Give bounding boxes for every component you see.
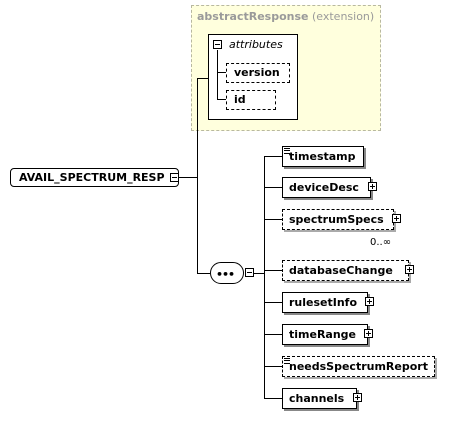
element-channels[interactable]: channels xyxy=(282,388,357,409)
attribute-id[interactable]: id xyxy=(226,90,276,110)
sequence-connector xyxy=(254,273,264,274)
branch-line xyxy=(264,219,282,220)
expand-spectrumSpecs-icon[interactable] xyxy=(392,214,401,223)
element-spectrumSpecs[interactable]: spectrumSpecs xyxy=(282,209,394,230)
collapse-attributes-icon[interactable] xyxy=(213,40,222,49)
branch-line xyxy=(264,334,282,335)
element-timestamp[interactable]: timestamp xyxy=(282,146,364,167)
simple-content-icon xyxy=(284,358,290,364)
element-timeRange[interactable]: timeRange xyxy=(282,324,368,345)
element-label: needsSpectrumReport xyxy=(289,360,428,373)
branch-line xyxy=(264,156,282,157)
extension-name: abstractResponse xyxy=(197,10,309,23)
extension-connector xyxy=(197,78,208,79)
attributes-connector xyxy=(217,99,226,100)
sequence-icon: ••• xyxy=(216,268,235,281)
element-label: spectrumSpecs xyxy=(289,213,384,226)
branch-line xyxy=(264,366,282,367)
extension-title: abstractResponse (extension) xyxy=(197,10,374,23)
element-label: timestamp xyxy=(289,150,356,163)
element-label: databaseChange xyxy=(289,264,393,277)
simple-content-icon xyxy=(284,148,290,154)
element-needsSpectrumReport[interactable]: needsSpectrumReport xyxy=(282,356,435,377)
element-label: channels xyxy=(289,392,345,405)
collapse-sequence-icon[interactable] xyxy=(245,268,254,277)
element-rulesetInfo[interactable]: rulesetInfo xyxy=(282,292,368,313)
element-label: deviceDesc xyxy=(289,181,359,194)
occurrence-label: 0..∞ xyxy=(370,237,392,248)
element-databaseChange[interactable]: databaseChange xyxy=(282,260,409,281)
sequence-trunk xyxy=(264,156,265,398)
sequence-connector xyxy=(197,273,210,274)
element-label: timeRange xyxy=(289,328,357,341)
attributes-label: attributes xyxy=(229,38,283,51)
branch-line xyxy=(264,398,282,399)
root-connector xyxy=(179,177,197,178)
branch-line xyxy=(264,270,282,271)
extension-kind: (extension) xyxy=(311,10,375,23)
attributes-connector xyxy=(217,72,226,73)
root-element[interactable]: AVAIL_SPECTRUM_RESP xyxy=(10,168,179,187)
branch-line xyxy=(264,187,282,188)
collapse-root-icon[interactable] xyxy=(170,173,179,182)
root-connector xyxy=(197,78,198,273)
attribute-version[interactable]: version xyxy=(226,63,290,83)
expand-timeRange-icon[interactable] xyxy=(364,329,373,338)
branch-line xyxy=(264,302,282,303)
sequence-compositor xyxy=(210,262,244,284)
expand-channels-icon[interactable] xyxy=(353,393,362,402)
attributes-connector xyxy=(217,50,218,99)
element-label: rulesetInfo xyxy=(289,296,358,309)
element-deviceDesc[interactable]: deviceDesc xyxy=(282,177,371,198)
expand-deviceDesc-icon[interactable] xyxy=(368,182,377,191)
expand-rulesetInfo-icon[interactable] xyxy=(365,297,374,306)
expand-databaseChange-icon[interactable] xyxy=(405,265,414,274)
